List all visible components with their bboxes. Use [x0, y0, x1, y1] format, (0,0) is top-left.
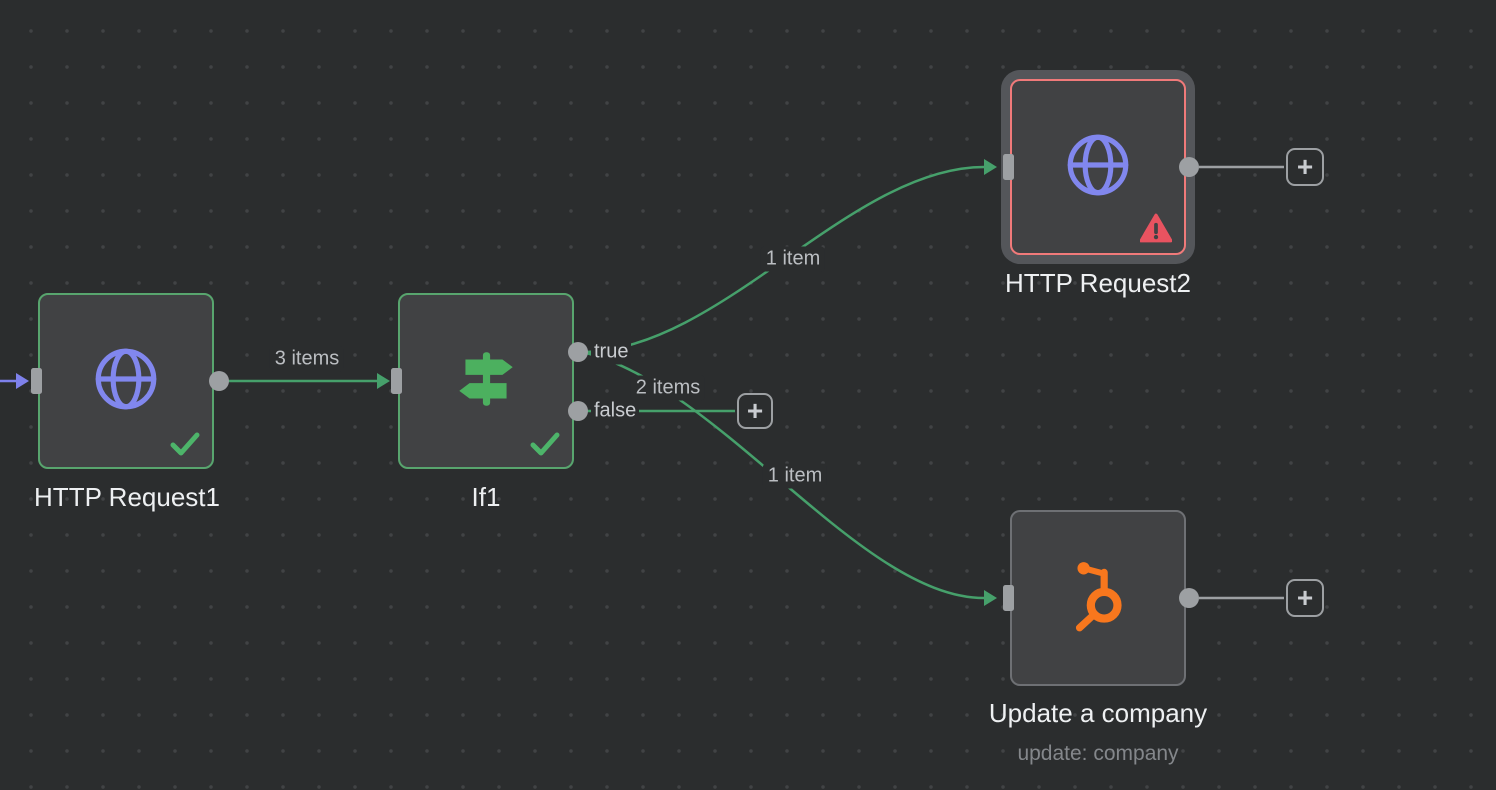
node-if1[interactable]: [398, 293, 574, 469]
signpost-icon: [449, 342, 523, 421]
error-warning-icon: [1139, 213, 1173, 243]
success-check-icon: [530, 431, 560, 457]
hubspot-icon: [1059, 557, 1137, 640]
add-node-button-http2[interactable]: +: [1286, 148, 1324, 186]
success-check-icon: [170, 431, 200, 457]
add-node-button-hubspot[interactable]: +: [1286, 579, 1324, 617]
node-http-request2[interactable]: [1010, 79, 1186, 255]
globe-icon: [89, 342, 163, 421]
node-http-request1[interactable]: [38, 293, 214, 469]
globe-icon: [1061, 128, 1135, 207]
add-node-button-false-output[interactable]: +: [737, 393, 773, 429]
node-update-a-company[interactable]: [1010, 510, 1186, 686]
